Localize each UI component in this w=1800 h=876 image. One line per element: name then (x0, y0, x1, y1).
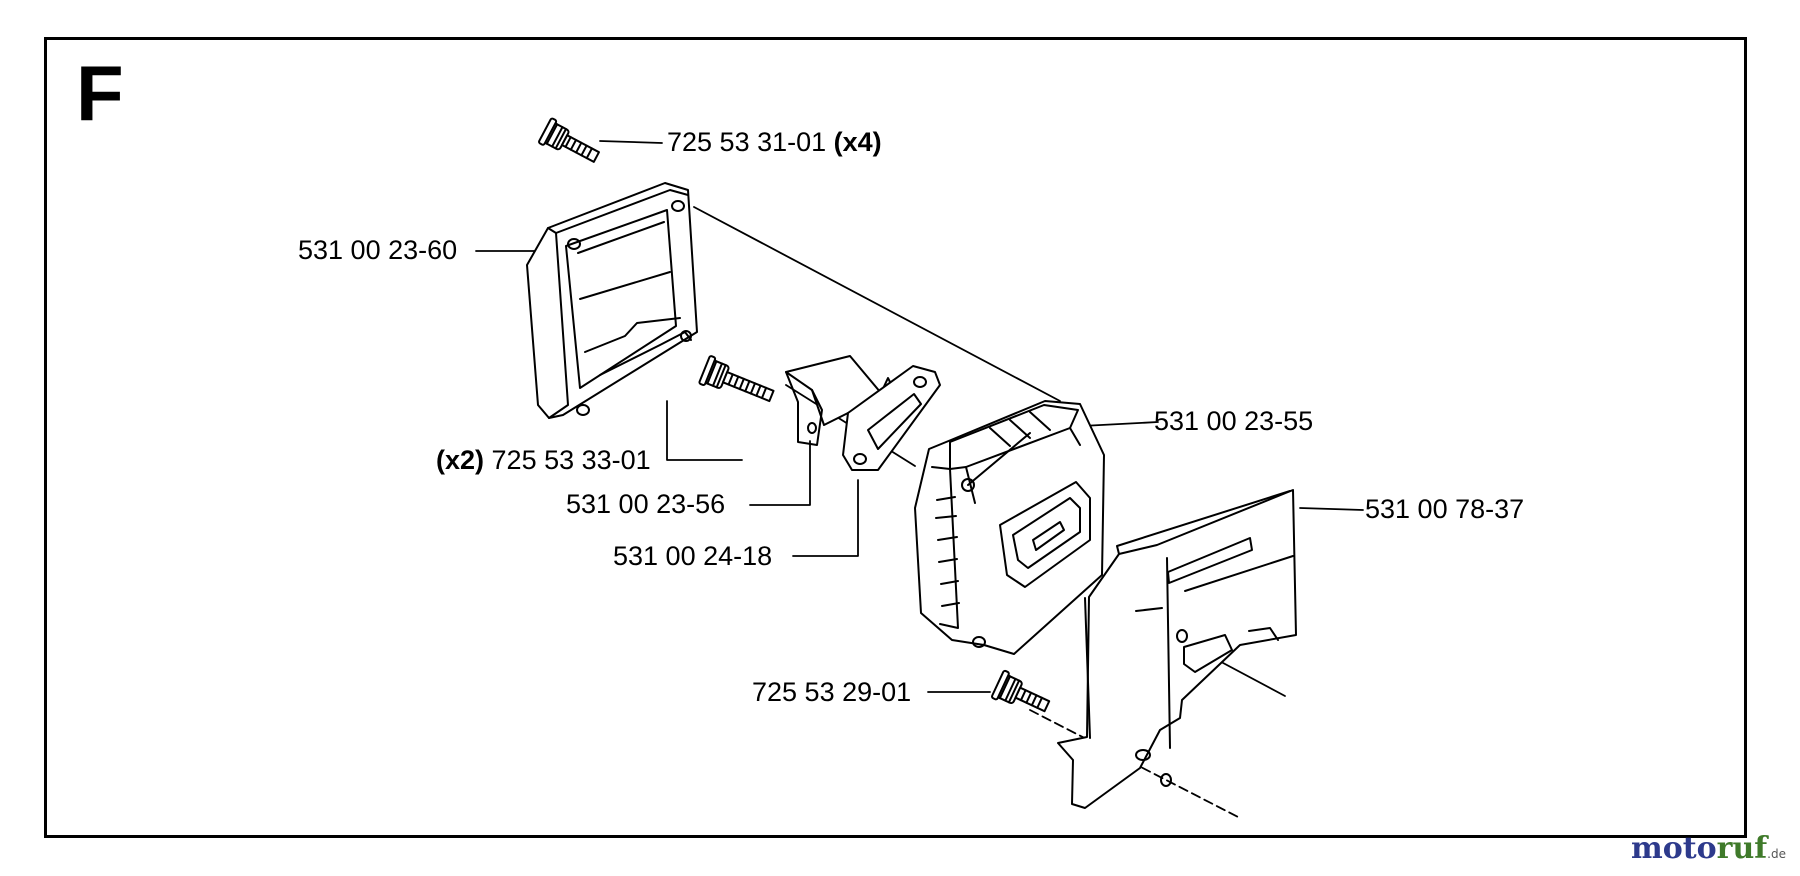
bolt-shield-icon (991, 669, 1051, 713)
part-number-muffler-body: 531 00 23-55 (1154, 406, 1314, 436)
watermark-part-b: ruf (1716, 831, 1768, 866)
leader-gasket (792, 479, 859, 557)
diagram-frame (44, 37, 1747, 838)
part-label-bolt-side: (x2) 725 53 33-01 (436, 447, 651, 474)
part-label-muffler-body: 531 00 23-55 (1154, 408, 1313, 435)
part-number-bracket: 531 00 23-56 (566, 489, 726, 519)
leader-bolt-side (666, 400, 743, 461)
gasket-icon (842, 365, 941, 471)
assembly-line-1 (693, 206, 1061, 402)
leader-heat-shield (1299, 507, 1364, 511)
section-letter: F (76, 49, 124, 137)
watermark-part-a: moto (1631, 831, 1717, 866)
part-number-heat-shield: 531 00 78-37 (1365, 494, 1525, 524)
bolt-side-icon (698, 355, 775, 403)
part-number-muffler-cover: 531 00 23-60 (298, 235, 458, 265)
part-qty-bolt-side: (x2) (436, 445, 485, 475)
bolt-top-icon (538, 117, 600, 163)
muffler-body-icon (914, 400, 1105, 655)
watermark-tld: .de (1767, 847, 1786, 861)
part-label-bolt-shield: 725 53 29-01 (752, 679, 911, 706)
part-label-gasket: 531 00 24-18 (613, 543, 772, 570)
heat-shield-icon (1057, 489, 1297, 809)
part-number-bolt-shield: 725 53 29-01 (752, 677, 912, 707)
part-number-gasket: 531 00 24-18 (613, 541, 773, 571)
part-label-bracket: 531 00 23-56 (566, 491, 725, 518)
leader-muffler-body (1081, 421, 1159, 427)
part-label-heat-shield: 531 00 78-37 (1365, 496, 1524, 523)
leader-bracket (749, 440, 811, 506)
part-label-muffler-cover: 531 00 23-60 (298, 237, 457, 264)
part-number-bolt-top: 725 53 31-01 (667, 127, 827, 157)
part-label-bolt-top: 725 53 31-01 (x4) (667, 129, 882, 156)
leader-bolt-top (599, 140, 663, 144)
site-watermark: motoruf.de (1631, 834, 1786, 864)
part-number-bolt-side: 725 53 33-01 (491, 445, 651, 475)
muffler-cover-icon (526, 182, 698, 419)
part-qty-bolt-top: (x4) (833, 127, 882, 157)
